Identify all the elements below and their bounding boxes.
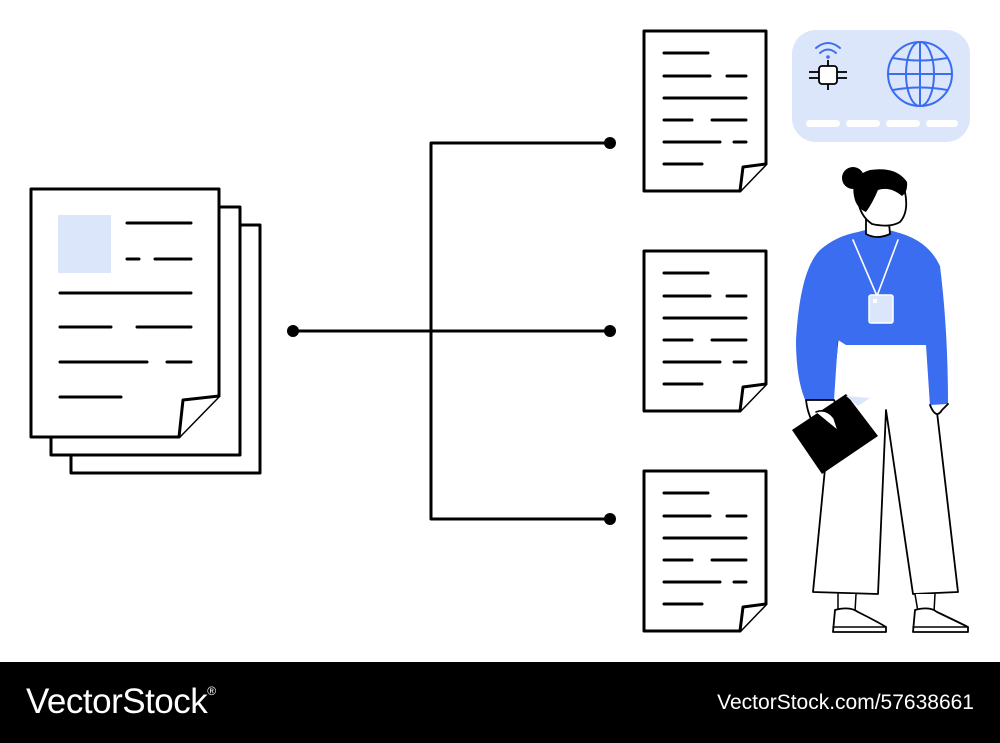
document-icon-1 — [642, 29, 768, 193]
connector-nodes — [287, 137, 616, 525]
document-stack-icon — [29, 187, 262, 475]
stock-id: VectorStock.com/57638661 — [717, 691, 974, 714]
brand-logo: VectorStock® — [26, 682, 216, 722]
node-branch-1 — [604, 137, 616, 149]
person-figure — [792, 167, 969, 633]
node-branch-2 — [604, 325, 616, 337]
wifi-icon — [815, 42, 841, 59]
brand-name: VectorStock — [26, 682, 208, 721]
watermark-footer: VectorStock® VectorStock.com/57638661 — [0, 662, 1000, 743]
image-placeholder — [58, 215, 111, 273]
document-icon-3 — [642, 469, 768, 633]
smart-card — [792, 30, 970, 142]
diagram-canvas — [29, 29, 970, 633]
node-source — [287, 325, 299, 337]
globe-icon — [887, 41, 953, 107]
connector-tree — [291, 141, 612, 521]
chip-icon — [809, 60, 847, 90]
id-badge-icon — [868, 294, 894, 324]
illustration — [29, 29, 970, 633]
folder-icon — [792, 394, 878, 474]
registered-mark: ® — [207, 684, 216, 698]
document-icon-2 — [642, 249, 768, 413]
node-branch-3 — [604, 513, 616, 525]
